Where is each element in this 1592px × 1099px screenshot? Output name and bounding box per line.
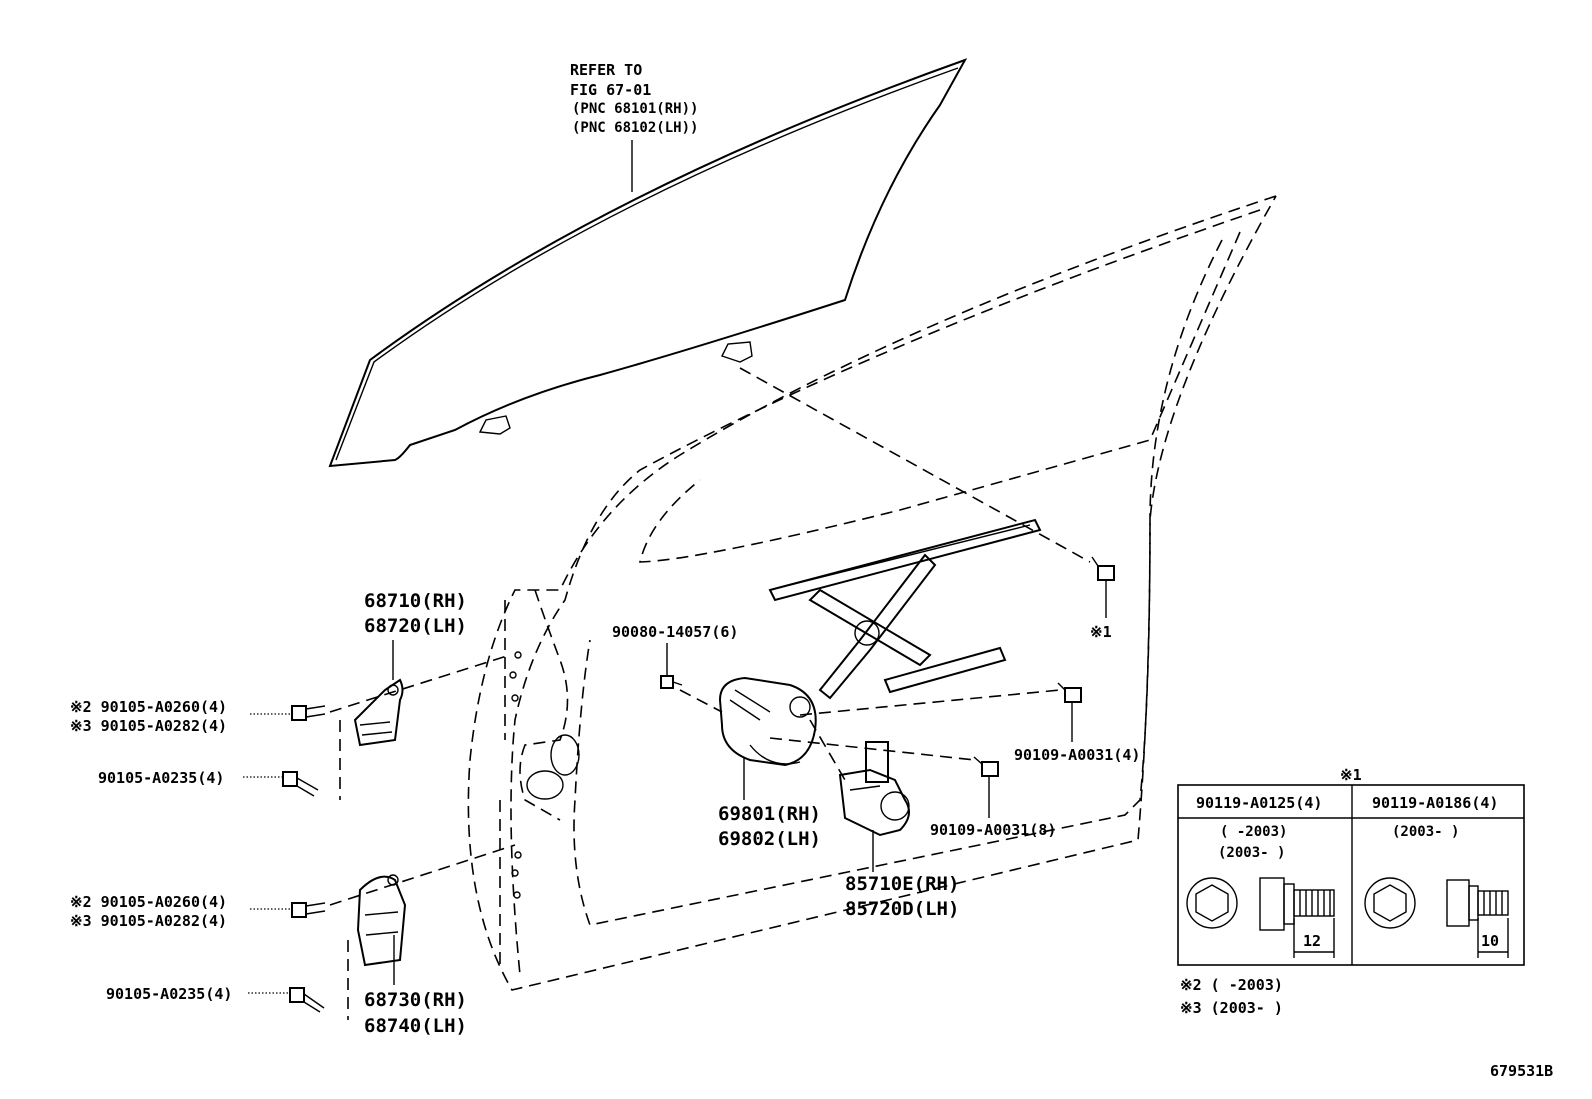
table-col1-date1: ( -2003) bbox=[1220, 824, 1287, 840]
reg-bolt-b-label: 90109-A0031(8) bbox=[930, 821, 1056, 839]
door-glass bbox=[328, 58, 968, 468]
reference-table: ※1 90119-A0125(4) 90119-A0186(4) ( -2003… bbox=[1177, 766, 1525, 1017]
glass-ref-line1: REFER TO bbox=[570, 61, 642, 79]
table-col1-part: 90119-A0125(4) bbox=[1196, 794, 1322, 812]
table-col1-date2: (2003- ) bbox=[1218, 845, 1285, 861]
glass-bolt bbox=[1091, 556, 1115, 581]
regulator-bolt-a bbox=[1057, 682, 1082, 703]
upper-hinge-bolt bbox=[291, 705, 326, 721]
lower-hinge-rh-label: 68730(RH) bbox=[364, 989, 467, 1011]
ref-mark-label: ※1 bbox=[1090, 623, 1112, 641]
lower-bolt-a-label: ※2 90105-A0260(4) bbox=[70, 893, 227, 911]
table-col1-bolt-icon bbox=[1186, 877, 1335, 958]
lower-bolt-c-label: 90105-A0235(4) bbox=[106, 985, 232, 1003]
upper-bolt-a-label: ※2 90105-A0260(4) bbox=[70, 698, 227, 716]
regulator-rh-label: 69801(RH) bbox=[718, 803, 821, 825]
motor-rh-label: 85710E(RH) bbox=[845, 873, 959, 895]
frame-holes bbox=[509, 651, 580, 899]
table-col2-part: 90119-A0186(4) bbox=[1372, 794, 1498, 812]
upper-bolt-c-label: 90105-A0235(4) bbox=[98, 769, 224, 787]
upper-bolt-b-label: ※3 90105-A0282(4) bbox=[70, 717, 227, 735]
window-motor bbox=[838, 741, 910, 837]
upper-hinge-bolt-lower bbox=[282, 771, 319, 797]
lower-hinge-bolt bbox=[291, 902, 326, 918]
glass-ref-line2: FIG 67-01 bbox=[570, 81, 651, 99]
reference-table-title: ※1 bbox=[1340, 766, 1362, 784]
lower-hinge bbox=[356, 874, 407, 967]
upper-hinge-rh-label: 68710(RH) bbox=[364, 590, 467, 612]
upper-hinge-lh-label: 68720(LH) bbox=[364, 615, 467, 637]
table-col1-dimension: 12 bbox=[1303, 932, 1321, 950]
window-regulator bbox=[718, 518, 1042, 767]
lower-hinge-bolt-lower bbox=[289, 987, 325, 1013]
regulator-screw bbox=[660, 675, 683, 689]
regulator-lh-label: 69802(LH) bbox=[718, 828, 821, 850]
reg-bolt-a-label: 90109-A0031(4) bbox=[1014, 746, 1140, 764]
table-note-1: ※2 ( -2003) bbox=[1180, 976, 1283, 994]
figure-code: 679531B bbox=[1490, 1062, 1553, 1080]
glass-ref-line3: (PNC 68101(RH)) bbox=[572, 101, 698, 117]
table-col2-dimension: 10 bbox=[1481, 932, 1499, 950]
table-col2-date1: (2003- ) bbox=[1392, 824, 1459, 840]
regulator-screw-label: 90080-14057(6) bbox=[612, 623, 738, 641]
table-note-2: ※3 (2003- ) bbox=[1180, 999, 1283, 1017]
lower-bolt-b-label: ※3 90105-A0282(4) bbox=[70, 912, 227, 930]
motor-lh-label: 85720D(LH) bbox=[845, 898, 959, 920]
table-col2-bolt-icon bbox=[1364, 877, 1509, 958]
lower-hinge-lh-label: 68740(LH) bbox=[364, 1015, 467, 1037]
upper-hinge bbox=[353, 678, 404, 747]
regulator-bolt-b bbox=[973, 756, 999, 777]
glass-ref-line4: (PNC 68102(LH)) bbox=[572, 120, 698, 136]
door-frame bbox=[467, 195, 1277, 991]
